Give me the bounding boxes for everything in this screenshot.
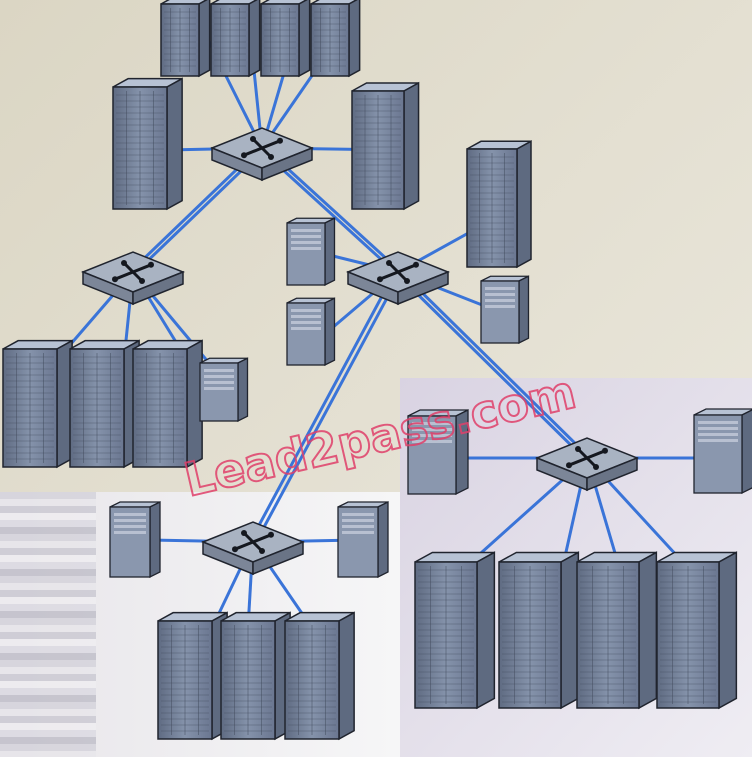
stripe-band	[0, 737, 96, 744]
stripe-band	[0, 744, 96, 751]
tower-server-icon	[132, 339, 203, 469]
tower-server-icon	[310, 0, 361, 78]
stripe-band	[0, 618, 96, 625]
tower-server-icon	[466, 140, 532, 269]
stripe-band	[0, 653, 96, 660]
network-devices	[2, 0, 752, 741]
tower-server-icon	[160, 0, 211, 78]
switch-arrows-icon	[241, 136, 283, 160]
stripe-band	[0, 646, 96, 653]
stripe-band	[0, 639, 96, 646]
stripe-band	[0, 569, 96, 576]
stripe-band	[0, 527, 96, 534]
network-switch-icon	[345, 251, 451, 306]
small-server-icon	[407, 408, 469, 496]
tower-server-icon	[210, 0, 261, 78]
small-server-icon	[286, 217, 336, 287]
stripe-band	[0, 534, 96, 541]
tower-server-icon	[112, 77, 183, 211]
trunk-link-line	[399, 270, 592, 460]
switch-arrows-icon	[232, 530, 274, 554]
stripe-band	[0, 625, 96, 632]
stripe-band	[0, 674, 96, 681]
stripe-band	[0, 520, 96, 527]
tower-server-icon	[351, 81, 420, 211]
stripe-band	[0, 681, 96, 688]
small-server-icon	[109, 500, 161, 579]
stripe-band	[0, 506, 96, 513]
stripe-band	[0, 590, 96, 597]
stripe-band	[0, 499, 96, 506]
switch-arrows-icon	[566, 446, 608, 470]
network-switch-icon	[534, 437, 640, 492]
stripe-band	[0, 604, 96, 611]
stripe-band	[0, 597, 96, 604]
network-switch-icon	[200, 521, 306, 576]
switch-arrows-icon	[377, 260, 419, 284]
stripe-band	[0, 562, 96, 569]
trunk-link-line	[393, 270, 586, 460]
tower-server-icon	[260, 0, 311, 78]
tower-server-icon	[284, 611, 355, 741]
tower-server-icon	[69, 339, 140, 469]
tower-server-icon	[498, 551, 580, 710]
stripe-band	[0, 632, 96, 639]
stripe-band	[0, 702, 96, 709]
tower-server-icon	[576, 551, 658, 710]
stripe-band	[0, 709, 96, 716]
stripe-band	[0, 555, 96, 562]
switch-arrows-icon	[112, 260, 154, 284]
tower-server-icon	[2, 339, 73, 469]
stripe-band	[0, 716, 96, 723]
stripe-band	[0, 730, 96, 737]
trunk-link-line	[248, 271, 397, 543]
small-server-icon	[337, 500, 389, 579]
stripe-band	[0, 583, 96, 590]
network-switch-icon	[209, 127, 315, 182]
small-server-icon	[286, 297, 336, 367]
stripe-band	[0, 611, 96, 618]
stripe-band	[0, 492, 96, 499]
small-server-icon	[693, 408, 752, 495]
stripe-band	[0, 723, 96, 730]
stripe-band	[0, 548, 96, 555]
small-server-icon	[480, 275, 530, 345]
stripe-band	[0, 695, 96, 702]
tower-server-icon	[157, 611, 228, 741]
stripe-band	[0, 667, 96, 674]
tower-server-icon	[414, 551, 496, 710]
stripe-band	[0, 576, 96, 583]
tower-server-icon	[220, 611, 291, 741]
stripe-band	[0, 660, 96, 667]
stripe-band	[0, 688, 96, 695]
small-server-icon	[199, 357, 249, 423]
scan-stripes	[0, 492, 96, 757]
trunk-link-line	[254, 271, 403, 543]
network-switch-icon	[80, 251, 186, 306]
stripe-band	[0, 513, 96, 520]
stripe-band	[0, 751, 96, 757]
tower-server-icon	[656, 551, 738, 710]
stripe-band	[0, 541, 96, 548]
